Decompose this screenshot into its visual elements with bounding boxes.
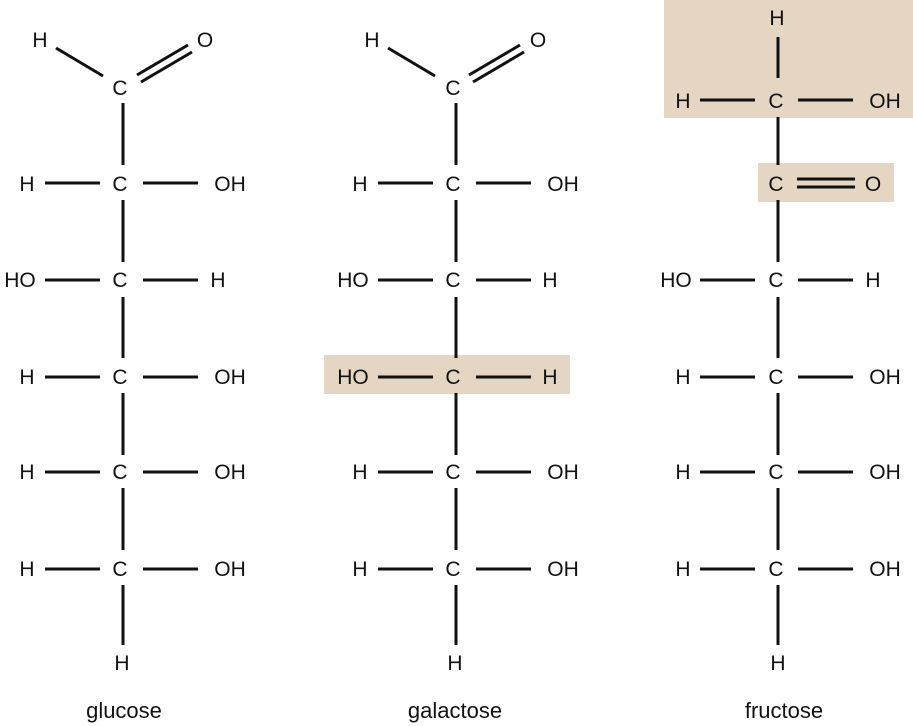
substituent-left: HO — [337, 269, 369, 292]
carbon-2: C — [445, 173, 460, 196]
carbon-3: C — [445, 269, 460, 292]
highlight-box-carbonyl — [758, 163, 894, 202]
glucose-label: glucose — [86, 698, 162, 723]
substituent-left: H — [19, 558, 34, 581]
fructose-structure: H H C OH C O HO C H H C OH H C OH H C — [660, 0, 913, 723]
carbon-1-label: C — [112, 77, 127, 100]
substituent-left: H — [675, 90, 690, 113]
substituent-left: H — [19, 173, 34, 196]
terminal-hydrogen: H — [114, 652, 129, 675]
carbon-4-highlighted: C — [445, 366, 460, 389]
carbon-3: C — [112, 269, 127, 292]
fructose-label: fructose — [745, 698, 823, 723]
bond-double — [136, 43, 189, 77]
substituent-left: H — [675, 461, 690, 484]
terminal-hydrogen: H — [447, 652, 462, 675]
substituent-right: OH — [869, 558, 901, 581]
substituent-left: HO — [660, 269, 692, 292]
substituent-left: HO — [4, 269, 36, 292]
substituent-right: OH — [547, 461, 579, 484]
substituent-right: OH — [547, 173, 579, 196]
bond-single — [55, 46, 104, 78]
carbon-5: C — [112, 461, 127, 484]
highlight-box-top — [664, 0, 913, 118]
substituent-left: H — [352, 461, 367, 484]
carbon-1: C — [768, 90, 783, 113]
terminal-hydrogen: H — [770, 652, 785, 675]
carbon-5: C — [445, 461, 460, 484]
carbon-5: C — [768, 461, 783, 484]
substituent-right: OH — [214, 173, 246, 196]
carbon-6: C — [768, 558, 783, 581]
substituent-right: OH — [869, 366, 901, 389]
carbon-6: C — [112, 558, 127, 581]
substituent-left: H — [352, 173, 367, 196]
substituent-left-highlighted: HO — [337, 366, 369, 389]
aldehyde-hydrogen: H — [32, 29, 47, 52]
substituent-right: OH — [214, 461, 246, 484]
highlight-box — [324, 355, 570, 394]
carbon-2: C — [112, 173, 127, 196]
carbon-4: C — [768, 366, 783, 389]
galactose-structure: H O C H C OH HO C H HO C H H C OH H C — [324, 29, 579, 723]
carbon-3: C — [768, 269, 783, 292]
bond-double — [140, 50, 193, 84]
substituent-right: H — [865, 269, 880, 292]
galactose-label: galactose — [408, 698, 502, 723]
substituent-left: H — [19, 366, 34, 389]
substituent-right: OH — [547, 558, 579, 581]
carbon-4: C — [112, 366, 127, 389]
substituent-right: OH — [214, 366, 246, 389]
glucose-structure: H O C C H C OH HO C H H C OH H C OH — [4, 29, 246, 723]
carbon-2-carbonyl: C — [768, 173, 783, 196]
substituent-right-highlighted: H — [542, 366, 557, 389]
carbon-6: C — [445, 558, 460, 581]
substituent-right: OH — [214, 558, 246, 581]
substituent-right: OH — [869, 90, 901, 113]
substituent-right: H — [542, 269, 557, 292]
substituent-left: H — [675, 558, 690, 581]
substituent-left: H — [352, 558, 367, 581]
top-hydrogen: H — [769, 7, 784, 30]
aldehyde-oxygen: O — [530, 29, 546, 52]
carbon-1-label: C — [445, 77, 460, 100]
substituent-right: OH — [869, 461, 901, 484]
substituent-left: H — [675, 366, 690, 389]
bond-double — [468, 43, 521, 77]
bond-double — [472, 50, 525, 84]
carbonyl-oxygen: O — [865, 173, 881, 196]
bond-single — [387, 46, 436, 78]
aldehyde-oxygen: O — [197, 29, 213, 52]
aldehyde-hydrogen: H — [364, 29, 379, 52]
substituent-left: H — [19, 461, 34, 484]
substituent-right: H — [210, 269, 225, 292]
